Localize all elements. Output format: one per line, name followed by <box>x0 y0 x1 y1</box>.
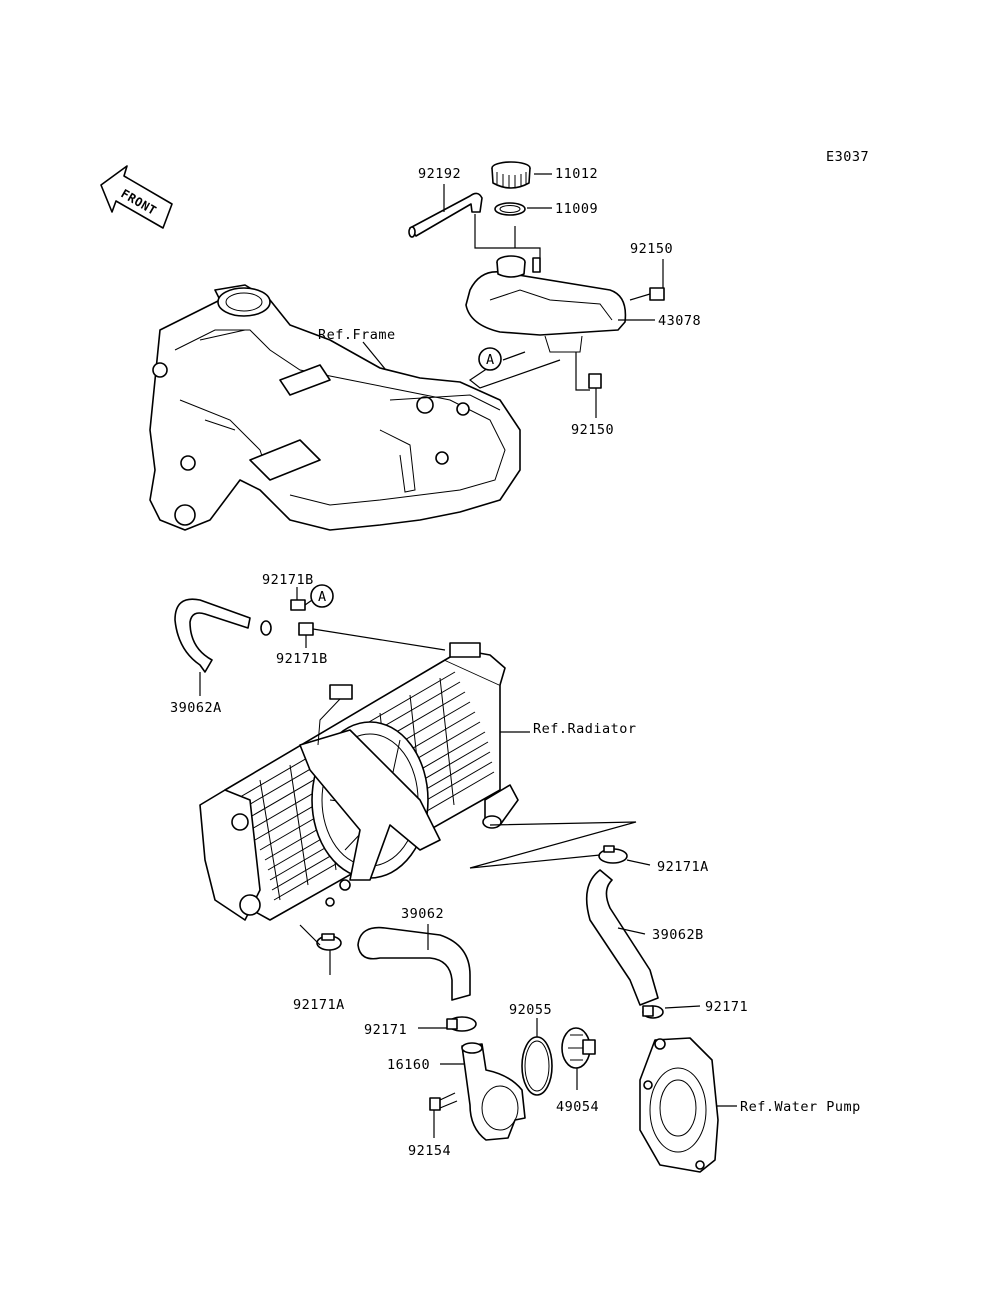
label-39062: 39062 <box>401 906 444 922</box>
hose-39062 <box>357 926 471 1001</box>
callout-a-top: A <box>478 347 502 371</box>
label-39062B: 39062B <box>652 927 704 943</box>
label-92171-mid: 92171 <box>364 1022 407 1038</box>
thermostat-cover-16160 <box>461 1042 526 1141</box>
label-92171A-right: 92171A <box>657 859 709 875</box>
label-11012: 11012 <box>555 166 598 182</box>
label-49054: 49054 <box>556 1099 599 1115</box>
label-11009: 11009 <box>555 201 598 217</box>
label-ref-water-pump: Ref.Water Pump <box>740 1099 861 1115</box>
callout-a-bottom: A <box>310 584 334 608</box>
hose-joint <box>260 620 272 636</box>
bolt-92154 <box>429 1092 458 1111</box>
water-pump-reference <box>639 1037 719 1173</box>
label-92192: 92192 <box>418 166 461 182</box>
label-ref-frame: Ref.Frame <box>318 327 396 343</box>
label-92055: 92055 <box>509 1002 552 1018</box>
label-ref-radiator: Ref.Radiator <box>533 721 637 737</box>
radiator-reference <box>199 642 519 921</box>
frame-reference <box>149 284 521 531</box>
overflow-hose-92192 <box>408 192 483 238</box>
bolt-92150-bottom <box>588 373 602 389</box>
o-ring-92055 <box>521 1036 553 1096</box>
reservoir-cap-11012 <box>491 161 531 189</box>
front-arrow-icon: FRONT <box>100 165 173 229</box>
diagram-code: E3037 <box>826 149 869 165</box>
callout-a-bottom-label: A <box>318 589 327 605</box>
hose-39062A <box>174 598 251 673</box>
label-92171A-left: 92171A <box>293 997 345 1013</box>
label-16160: 16160 <box>387 1057 430 1073</box>
label-92171B-top: 92171B <box>262 572 314 588</box>
label-92171-right: 92171 <box>705 999 748 1015</box>
hose-39062B <box>585 869 659 1006</box>
clamp-92171B-bottom <box>298 622 314 636</box>
clamp-92171B-top <box>290 599 306 611</box>
thermostat-49054 <box>561 1027 596 1069</box>
bolt-92150-top <box>629 287 665 301</box>
clamp-92171A-left <box>316 933 342 951</box>
label-92171B-bottom: 92171B <box>276 651 328 667</box>
callout-a-top-label: A <box>486 352 495 368</box>
label-43078: 43078 <box>658 313 701 329</box>
cap-gasket-11009 <box>494 202 526 216</box>
label-92150-top: 92150 <box>630 241 673 257</box>
label-92154: 92154 <box>408 1143 451 1159</box>
clamp-92171-right <box>642 1005 664 1019</box>
clamp-92171-mid <box>446 1016 477 1032</box>
reservoir-tank-43078 <box>465 255 627 353</box>
clamp-92171A-right <box>598 845 628 864</box>
label-92150-bottom: 92150 <box>571 422 614 438</box>
label-39062A: 39062A <box>170 700 222 716</box>
